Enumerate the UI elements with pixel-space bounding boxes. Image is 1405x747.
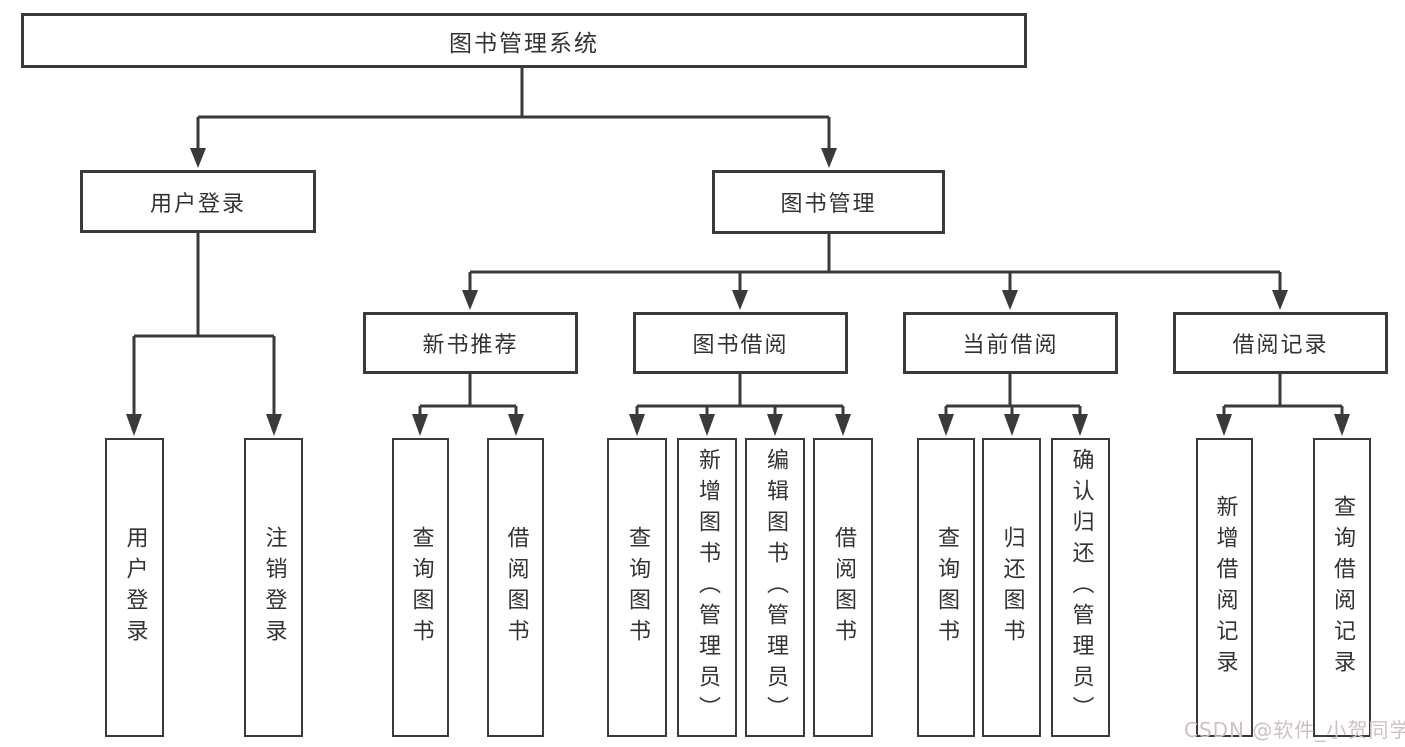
connector-borrow-records-children xyxy=(1222,372,1344,416)
connector-current-borrow-children xyxy=(944,372,1082,416)
node-book-borrow-label: 图书借阅 xyxy=(692,333,789,358)
leaf-borrow-edit-books-admin: 编辑图书（管理员） xyxy=(745,438,805,737)
node-book-borrow: 图书借阅 xyxy=(633,312,848,374)
node-book-management: 图书管理 xyxy=(712,170,945,234)
connector-root-children xyxy=(196,68,831,150)
node-borrow-records-label: 借阅记录 xyxy=(1232,333,1329,358)
leaf-current-confirm-return-admin-label: 确认归还（管理员） xyxy=(1068,448,1094,727)
leaf-records-query-borrow-record: 查询借阅记录 xyxy=(1313,438,1371,737)
node-book-management-label: 图书管理 xyxy=(780,192,877,217)
arrowheads-current-borrow-children xyxy=(938,414,1088,436)
connector-user-login-children xyxy=(132,233,276,416)
leaf-borrow-query-books: 查询图书 xyxy=(607,438,667,737)
leaf-current-confirm-return-admin: 确认归还（管理员） xyxy=(1051,438,1110,737)
leaf-user-login: 用户登录 xyxy=(105,438,164,737)
arrowheads-new-book-children xyxy=(412,414,524,436)
node-current-borrow-label: 当前借阅 xyxy=(962,333,1059,358)
node-borrow-records: 借阅记录 xyxy=(1173,312,1388,374)
connector-new-book-children xyxy=(418,372,518,416)
watermark-text: CSDN @软件_小贺同学 xyxy=(1184,718,1405,742)
connector-book-management-children xyxy=(468,234,1282,292)
leaf-records-query-borrow-record-label: 查询借阅记录 xyxy=(1330,494,1355,681)
node-user-login-label: 用户登录 xyxy=(149,191,246,217)
arrowheads-root-children xyxy=(190,148,837,168)
leaf-current-query-books: 查询图书 xyxy=(917,438,975,737)
leaf-recommend-borrow-books: 借阅图书 xyxy=(487,438,544,737)
leaf-recommend-query-books-label: 查询图书 xyxy=(408,525,434,650)
leaf-borrow-query-books-label: 查询图书 xyxy=(625,525,650,650)
node-new-book-recommend-label: 新书推荐 xyxy=(422,333,519,358)
leaf-borrow-edit-books-admin-label: 编辑图书（管理员） xyxy=(763,448,788,727)
leaf-recommend-borrow-books-label: 借阅图书 xyxy=(503,525,529,650)
leaf-borrow-add-books-admin: 新增图书（管理员） xyxy=(677,438,737,737)
leaf-borrow-add-books-admin-label: 新增图书（管理员） xyxy=(695,448,720,727)
node-current-borrow: 当前借阅 xyxy=(903,312,1118,374)
leaf-logout-label: 注销登录 xyxy=(261,525,287,650)
arrowheads-borrow-records-children xyxy=(1216,414,1350,436)
root-node-label: 图书管理系统 xyxy=(449,30,599,57)
arrowheads-book-borrow-children xyxy=(629,414,851,436)
node-user-login: 用户登录 xyxy=(80,170,316,233)
leaf-current-query-books-label: 查询图书 xyxy=(934,525,959,650)
leaf-borrow-borrow-books-label: 借阅图书 xyxy=(831,525,856,650)
leaf-records-add-borrow-record-label: 新增借阅记录 xyxy=(1212,494,1238,681)
root-node: 图书管理系统 xyxy=(21,13,1027,68)
leaf-records-add-borrow-record: 新增借阅记录 xyxy=(1196,438,1253,737)
leaf-logout: 注销登录 xyxy=(244,438,303,737)
leaf-current-return-books-label: 归还图书 xyxy=(999,525,1025,650)
arrowheads-book-management-children xyxy=(462,290,1288,310)
leaf-current-return-books: 归还图书 xyxy=(982,438,1041,737)
leaf-borrow-borrow-books: 借阅图书 xyxy=(813,438,873,737)
node-new-book-recommend: 新书推荐 xyxy=(363,312,578,374)
leaf-user-login-label: 用户登录 xyxy=(122,525,148,650)
arrowheads-user-login-children xyxy=(126,414,282,436)
connector-book-borrow-children xyxy=(635,372,845,416)
leaf-recommend-query-books: 查询图书 xyxy=(392,438,449,737)
